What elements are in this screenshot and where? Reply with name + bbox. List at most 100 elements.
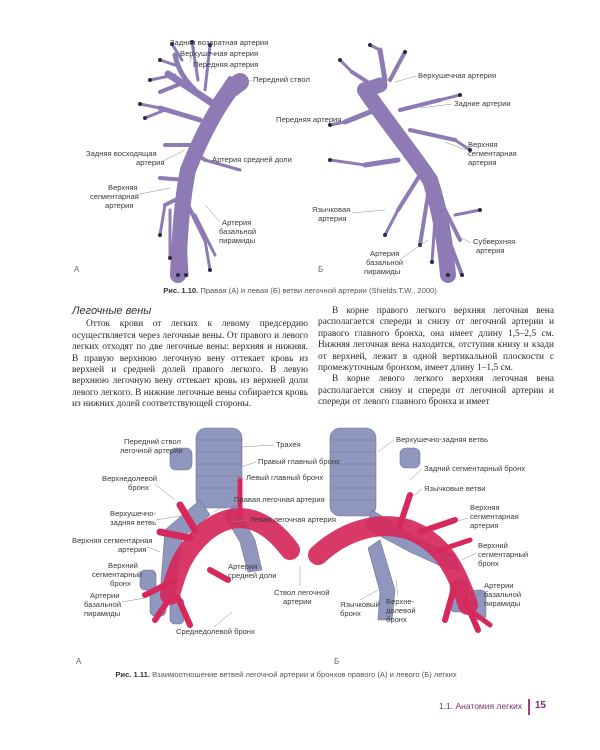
trachea-rings-right <box>330 439 376 501</box>
label-verhniy-segmentarnyy-bronh-right-2: сегментарный <box>478 550 528 559</box>
left-pulmonary-artery-tree <box>328 43 482 283</box>
pulmonary-artery-left <box>142 477 300 628</box>
label-zadnyaya-voshodyashchaya-2: артерия <box>136 158 164 167</box>
label-stvol-legochnoy-arterii-2: артерии <box>283 597 312 606</box>
label-verhushechnaya-left: Верхушечная артерия <box>180 49 258 58</box>
label-srednedolevoy-bronh: Среднедолевой бронх <box>176 627 255 636</box>
label-arterii-bazalnoy-left: Артерии <box>90 591 119 600</box>
caption-number-2: Рис. 1.11. <box>115 670 150 679</box>
label-verhushechno-zadnyaya-right: Верхушечно-задняя ветвь <box>396 435 488 444</box>
figure-1-11-labels-left: Передний ствол легочной артерии Трахея П… <box>72 437 340 636</box>
label-verhnedolevoy-bronh-left-2: бронх <box>128 483 149 492</box>
label-verhnedolevoy-bronh-right-3: бронх <box>386 615 407 624</box>
label-zadnie-arterii: Задние артерии <box>454 99 511 108</box>
label-yazychkovyy-bronh-2: бронх <box>340 609 361 618</box>
panel-label-b: Б <box>318 265 323 274</box>
label-pravyy-glavnyy-bronh: Правый главный бронх <box>258 457 340 466</box>
label-arterii-bazalnoy-right: Артерии <box>484 581 513 590</box>
label-yazychkovyy-bronh: Язычковый <box>340 600 380 609</box>
label-verhnyaya-segmentarnaya-right-3: артерия <box>468 158 496 167</box>
label-verhnyaya-segmentarnaya-arteriya-left: Верхняя сегментарная <box>72 536 153 545</box>
paragraph-right-2: В корне левого легкого верхняя легочная … <box>318 374 554 408</box>
label-levyy-glavnyy-bronh: Левый главный бронх <box>246 473 323 482</box>
label-arteriya-sredney-doli-2-b: средней доли <box>228 571 276 580</box>
label-verhnyaya-segmentarnaya-arteriya-left-2: артерия <box>118 545 146 554</box>
label-arteriya-bazalnoy-left-2: базальной <box>219 227 256 236</box>
label-verhnyaya-segmentarnaya-left-3: артерия <box>105 201 133 210</box>
footer-section-title: 1.1. Анатомия легких <box>438 701 522 711</box>
label-verhniy-segmentarnyy-bronh-left: Верхний <box>108 561 138 570</box>
label-verhniy-segmentarnyy-bronh-left-2: сегментарный <box>92 570 142 579</box>
label-peredniy-stvol-la-2: легочной артерии <box>120 446 183 455</box>
paragraph-right-1: В корне правого легкого верхняя легочная… <box>318 306 554 374</box>
label-zadnyaya-vozvratnaya: Задняя возвратная артерия <box>170 38 268 47</box>
label-subverhnyaya-2: артерия <box>476 246 504 255</box>
figure-1-11: Передний ствол легочной артерии Трахея П… <box>0 420 600 690</box>
label-verhniy-segmentarnyy-bronh-left-3: бронх <box>110 579 131 588</box>
label-stvol-legochnoy-arterii: Ствол легочной <box>274 588 329 597</box>
label-pravaya-legochnaya-arteriya: Правая легочная артерия <box>234 495 325 504</box>
panel-label-b-2: Б <box>334 657 339 666</box>
page-footer: 1.1. Анатомия легких 15 <box>0 699 600 717</box>
right-pulmonary-artery-tree <box>138 40 249 283</box>
label-verhnedolevoy-bronh-left: Верхнедолевой <box>102 474 157 483</box>
label-peredniy-stvol: Передний ствол <box>253 75 310 84</box>
figure-1-10-illustration: Задняя возвратная артерия Верхушечная ар… <box>74 38 517 283</box>
pulmonary-artery-right <box>308 492 493 633</box>
label-perednyaya-left: Передняя артерия <box>193 60 258 69</box>
label-arteriya-bazalnoy-left: Артерия <box>222 218 251 227</box>
figure-1-11-caption: Рис. 1.11. Взаимоотношение ветвей легочн… <box>0 670 586 679</box>
label-verhnyaya-segmentarnaya-arteriya-right-3: артерия <box>470 521 498 530</box>
label-yazychkovye-vetvi: Язычковые ветви <box>424 484 486 493</box>
label-verhnedolevoy-bronh-right-2: долевой <box>386 606 416 615</box>
label-arteriya-sredney-doli-2: Артерия <box>228 562 257 571</box>
label-zadniy-segmentarnyy-bronh: Задний сегментарный бронх <box>424 464 525 473</box>
label-arterii-bazalnoy-left-3: пирамиды <box>84 609 120 618</box>
label-yazychkovaya-2: артерия <box>318 214 346 223</box>
label-verhnyaya-segmentarnaya-left-2: сегментарная <box>90 192 139 201</box>
label-zadnyaya-voshodyashchaya: Задняя восходящая <box>86 149 157 158</box>
panel-label-a-2: А <box>76 657 82 666</box>
label-traheya: Трахея <box>276 440 301 449</box>
label-verhushechnaya-right: Верхушечная артерия <box>418 71 496 80</box>
label-verhnyaya-segmentarnaya-right-2: сегментарная <box>468 149 517 158</box>
label-verhnedolevoy-bronh-right: Верхне- <box>386 597 415 606</box>
label-arterii-bazalnoy-right-2: базальной <box>484 590 521 599</box>
label-arteriya-bazalnoy-right-3: пирамиды <box>364 267 400 276</box>
label-verhniy-segmentarnyy-bronh-right-3: бронх <box>478 559 499 568</box>
page-number: 15 <box>534 700 546 711</box>
label-verhnyaya-segmentarnaya-left: Верхняя <box>108 183 138 192</box>
label-subverhnyaya: Субверхняя <box>473 237 515 246</box>
paragraph-left-1: Отток крови от легких к левому предсерди… <box>72 319 308 410</box>
vessel-tips-right <box>328 43 482 277</box>
figure-1-11-labels-right: Верхушечно-задняя ветвь Задний сегментар… <box>340 435 528 624</box>
vessel-tips-left <box>138 40 212 277</box>
caption-number: Рис. 1.10. <box>163 286 199 295</box>
label-arterii-bazalnoy-left-2: базальной <box>84 600 121 609</box>
label-yazychkovaya: Язычковая <box>312 205 350 214</box>
panel-label-a: А <box>74 265 80 274</box>
caption-text: Правая (А) и левая (Б) ветви легочной ар… <box>198 286 437 295</box>
section-heading: Легочные вены <box>72 305 152 317</box>
label-arteriya-bazalnoy-right-2: базальной <box>366 258 403 267</box>
figure-1-10: Задняя возвратная артерия Верхушечная ар… <box>0 0 600 300</box>
label-arteriya-bazalnoy-right: Артерия <box>370 249 399 258</box>
figure-1-10-labels-left: Задняя возвратная артерия Верхушечная ар… <box>86 38 310 245</box>
label-verhnyaya-segmentarnaya-arteriya-right: Верхняя <box>470 503 500 512</box>
text-column-left: Легочные вены Отток крови от легких к ле… <box>72 305 308 411</box>
figure-1-10-caption: Рис. 1.10. Правая (А) и левая (Б) ветви … <box>0 286 600 295</box>
label-verhnyaya-segmentarnaya-arteriya-right-2: сегментарная <box>470 512 519 521</box>
caption-text-2: Взаимоотношение ветвей легочной артерии … <box>150 670 457 679</box>
label-verhushechno-zadnyaya-left: Верхушечно- <box>110 509 156 518</box>
label-verhniy-segmentarnyy-bronh-right: Верхний <box>478 541 508 550</box>
label-levaya-legochnaya-arteriya: Левая легочная артерия <box>250 515 336 524</box>
label-verhnyaya-segmentarnaya-right: Верхняя <box>468 140 498 149</box>
figure-1-11-illustration: Передний ствол легочной артерии Трахея П… <box>72 427 528 666</box>
label-arteriya-bazalnoy-left-3: пирамиды <box>219 236 255 245</box>
trachea-rings-left <box>196 439 242 489</box>
label-arterii-bazalnoy-right-3: пирамиды <box>484 599 520 608</box>
label-verhushechno-zadnyaya-left-2: задняя ветвь <box>110 518 156 527</box>
text-column-right: В корне правого легкого верхняя легочная… <box>318 306 554 409</box>
label-arteriya-sredney-doli: Артерия средней доли <box>212 155 292 164</box>
label-peredniy-stvol-la: Передний ствол <box>124 437 181 446</box>
